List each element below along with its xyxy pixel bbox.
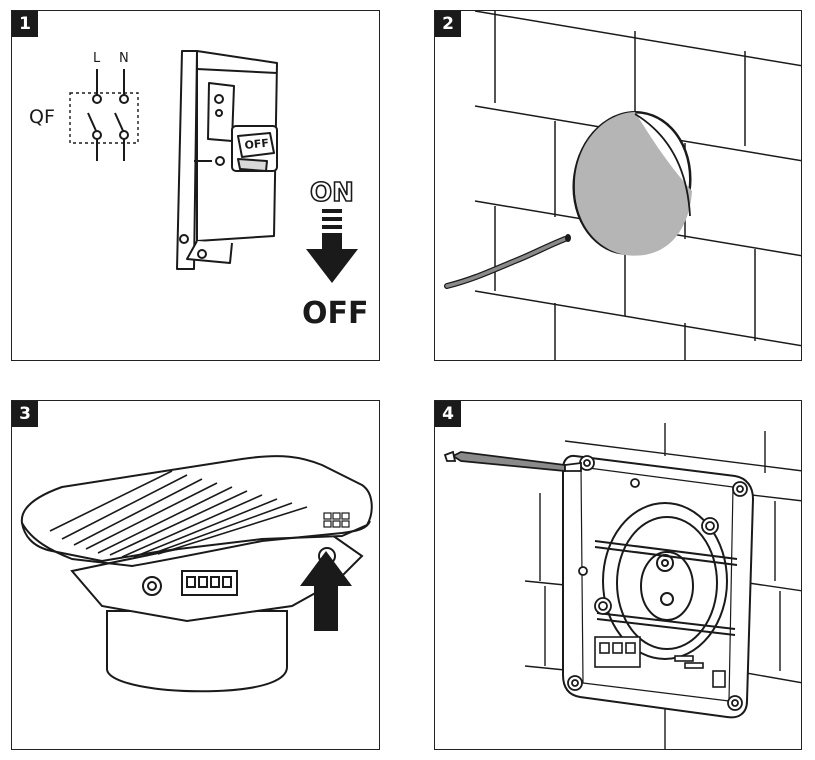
breaker-label: QF — [29, 106, 55, 128]
cover-ribs — [49, 470, 308, 558]
step-4-panel: 4 — [434, 400, 802, 750]
down-arrow-icon — [306, 209, 358, 283]
step-number: 1 — [12, 11, 38, 37]
step-1-illustration: L N QF OFF ON O — [29, 50, 369, 331]
step-3-illustration — [20, 455, 373, 693]
indicator-grid — [323, 512, 350, 528]
line-label: L — [93, 51, 101, 66]
neutral-label: N — [119, 51, 129, 66]
fan-cover — [20, 455, 373, 567]
mounting-holes — [567, 455, 748, 711]
step-number: 2 — [435, 11, 461, 37]
wall-duct-hole — [572, 110, 692, 256]
step-4-illustration — [443, 423, 801, 749]
terminal-block — [594, 636, 726, 688]
step-number: 3 — [12, 401, 38, 427]
up-arrow-icon — [300, 551, 352, 631]
circuit-breaker — [176, 50, 278, 270]
step-2-panel: 2 — [434, 10, 802, 361]
step-1-panel: 1 L N QF — [11, 10, 380, 361]
fan-base-plate — [70, 519, 364, 623]
breaker-schematic — [69, 69, 139, 161]
step-3-panel: 3 — [11, 400, 380, 750]
fan-ring — [594, 502, 738, 660]
on-label: ON — [310, 178, 354, 208]
fan-duct — [106, 610, 288, 693]
off-label: OFF — [302, 296, 369, 331]
step-number: 4 — [435, 401, 461, 427]
power-cable — [444, 234, 571, 289]
switch-off-text: OFF — [244, 137, 270, 152]
step-2-illustration — [444, 11, 801, 360]
screwdriver-icon — [443, 450, 582, 472]
